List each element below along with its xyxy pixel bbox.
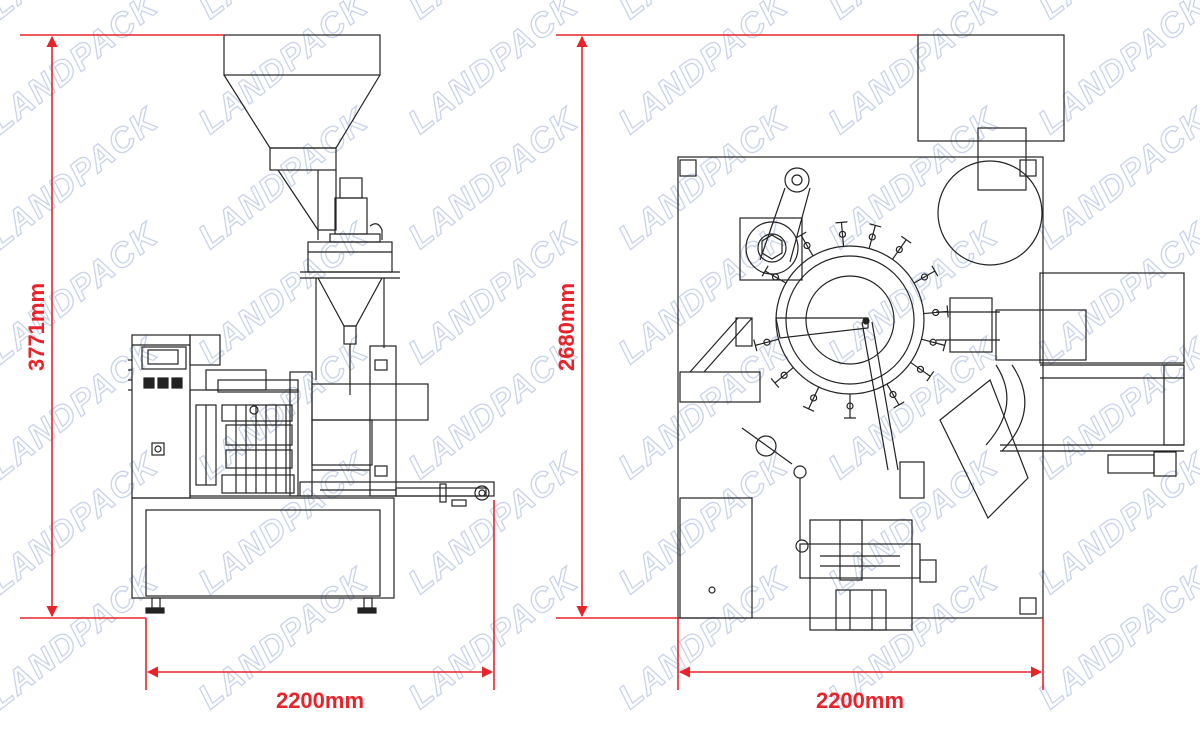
gripper-arm xyxy=(886,383,900,406)
gripper-arm xyxy=(913,270,936,284)
gripper-jaw xyxy=(795,231,807,239)
gripper-arm xyxy=(774,367,794,384)
gripper-jaw xyxy=(770,378,780,388)
gripper-pivot xyxy=(916,365,925,373)
gripper-jaw xyxy=(753,339,758,352)
gripper-arm xyxy=(808,386,820,410)
gripper-pivot xyxy=(838,230,847,238)
gripper-arm xyxy=(755,338,779,346)
gripper-jaw xyxy=(931,265,939,277)
dimensions xyxy=(20,34,1044,690)
gripper-pivot xyxy=(929,338,937,346)
gripper-pivot xyxy=(920,273,929,281)
gripper-jaw xyxy=(900,235,912,244)
front-view xyxy=(128,34,495,614)
gripper-jaw xyxy=(893,401,905,409)
gripper-pivot xyxy=(780,371,788,379)
gripper-jaw xyxy=(869,223,882,228)
gripper-arm xyxy=(921,338,945,346)
gripper-arm xyxy=(910,361,931,377)
gripper-pivot xyxy=(846,402,854,410)
gripper-pivot xyxy=(771,273,780,281)
gripper-arm xyxy=(891,239,907,260)
gripper-pivot xyxy=(889,390,897,399)
gripper-pivot xyxy=(868,233,876,241)
top-view xyxy=(677,34,1185,631)
gripper-pivot xyxy=(763,338,771,346)
gripper-arm xyxy=(868,225,876,249)
gripper-pivot xyxy=(803,241,811,250)
gripper-jaw xyxy=(835,221,848,224)
gripper-pivot xyxy=(895,245,903,254)
front-height-label: 3771mm xyxy=(24,283,49,371)
gripper-jaw xyxy=(926,370,935,382)
gripper-jaw xyxy=(802,405,815,412)
gripper-arm xyxy=(800,234,814,257)
gripper-jaw xyxy=(942,339,947,352)
top-depth-label: 2680mm xyxy=(554,283,579,371)
gripper-arm xyxy=(764,270,787,284)
gripper-jaw xyxy=(761,265,769,277)
gripper-pivot xyxy=(810,394,818,402)
front-width-label: 2200mm xyxy=(276,688,364,713)
gripper-arm xyxy=(840,222,845,247)
top-width-label: 2200mm xyxy=(816,688,904,713)
